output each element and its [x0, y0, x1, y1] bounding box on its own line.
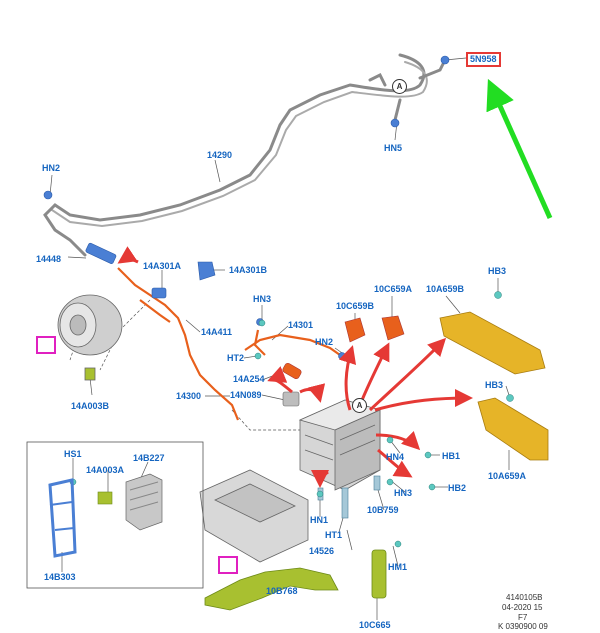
part-label-hn2: HN2 — [42, 163, 61, 173]
green-tray — [204, 567, 339, 611]
part-label-14b227: 14B227 — [133, 453, 165, 463]
part-label-14b303: 14B303 — [44, 572, 76, 582]
footer-ref-1: 4140105B — [506, 593, 543, 602]
part-label-10c659a: 10C659A — [374, 284, 413, 294]
part-label-hm1: HM1 — [388, 562, 408, 572]
part-label-hn1: HN1 — [310, 515, 329, 525]
inset-parts — [48, 473, 163, 558]
part-label-14a003b: 14A003B — [71, 401, 110, 411]
part-label-hb2: HB2 — [448, 483, 467, 493]
part-label-14a301a: 14A301A — [143, 261, 182, 271]
part-label-hb3: HB3 — [488, 266, 507, 276]
callout-a-top: A — [392, 79, 407, 94]
part-label-14526: 14526 — [309, 546, 335, 556]
inset-frame — [26, 441, 204, 589]
part-label-14a301b: 14A301B — [229, 265, 268, 275]
part-label-14300: 14300 — [176, 391, 202, 401]
part-label-14301: 14301 — [288, 320, 314, 330]
part-label-14a254: 14A254 — [233, 374, 265, 384]
part-label-hn2: HN2 — [315, 337, 334, 347]
view-marker-icon — [36, 336, 56, 354]
part-label-10a659a: 10A659A — [488, 471, 527, 481]
tray — [199, 469, 309, 563]
part-label-5n958: 5N958 — [466, 52, 501, 67]
yellow-shields — [439, 311, 549, 461]
view-marker-icon — [218, 556, 238, 574]
footer-ref-3: F7 — [518, 613, 528, 622]
hose-orange — [117, 267, 341, 421]
part-label-hb1: HB1 — [442, 451, 461, 461]
part-label-ht2: HT2 — [227, 353, 245, 363]
part-label-hn4: HN4 — [386, 452, 405, 462]
green-arrow — [486, 78, 553, 220]
part-label-ht1: HT1 — [325, 530, 343, 540]
callout-a-battery: A — [352, 398, 367, 413]
part-label-10c659b: 10C659B — [336, 301, 375, 311]
orange-covers — [344, 315, 405, 343]
part-label-hn3: HN3 — [253, 294, 272, 304]
part-label-14290: 14290 — [207, 150, 233, 160]
part-label-14a003a: 14A003A — [86, 465, 125, 475]
footer-ref-2: 04-2020 15 — [502, 603, 543, 612]
part-label-10c665: 10C665 — [359, 620, 391, 630]
pipe-14290 — [43, 53, 447, 257]
part-label-10b768: 10B768 — [266, 586, 298, 596]
part-label-10b759: 10B759 — [367, 505, 399, 515]
part-label-14448: 14448 — [36, 254, 62, 264]
footer-ref-4: K 0390900 09 — [498, 622, 548, 631]
part-label-hb3: HB3 — [485, 380, 504, 390]
part-label-hn5: HN5 — [384, 143, 403, 153]
battery-unit — [298, 399, 382, 491]
part-label-hn3: HN3 — [394, 488, 413, 498]
part-label-14a411: 14A411 — [201, 327, 233, 337]
compressor — [57, 294, 123, 381]
part-label-10a659b: 10A659B — [426, 284, 465, 294]
part-label-14n089: 14N089 — [230, 390, 262, 400]
part-label-hs1: HS1 — [64, 449, 82, 459]
